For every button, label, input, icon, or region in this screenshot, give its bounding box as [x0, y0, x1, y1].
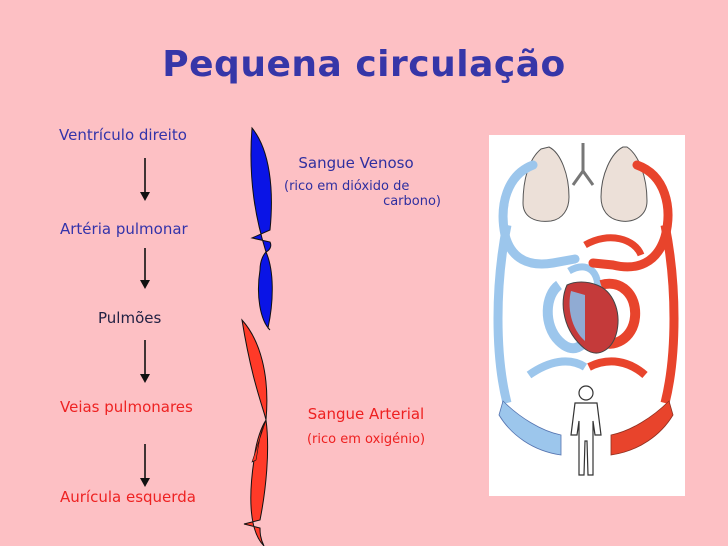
- venous-vessel: [493, 224, 512, 405]
- arterial-detail: (rico em oxigénio): [306, 432, 426, 447]
- right-lung-icon: [600, 146, 648, 222]
- circulation-diagram: [493, 143, 679, 476]
- arterial-vessel: [583, 234, 645, 257]
- slide-title: Pequena circulação: [162, 44, 566, 85]
- venous-brace-lower: [257, 251, 273, 331]
- arterial-note: Sangue Arterial (rico em oxigénio): [288, 405, 444, 447]
- down-arrow-icon: [140, 248, 150, 289]
- body-capillary-right-icon: [610, 400, 674, 456]
- step-pulmonary-veins: Veias pulmonares: [60, 398, 193, 416]
- venous-brace-upper: [250, 126, 272, 253]
- left-lung-icon: [522, 146, 570, 222]
- down-arrow-icon: [140, 340, 150, 383]
- venous-note: Sangue Venoso (rico em dióxido de carbon…: [283, 154, 443, 209]
- arterial-brace-upper: [241, 318, 268, 421]
- venous-title: Sangue Venoso: [298, 154, 414, 172]
- human-figure-icon: [570, 385, 602, 476]
- down-arrow-icon: [140, 158, 150, 201]
- arterial-title: Sangue Arterial: [307, 405, 425, 423]
- step-pulmonary-artery: Artéria pulmonar: [60, 220, 188, 238]
- arterial-vessel: [660, 224, 679, 405]
- down-arrow-icon: [140, 444, 150, 487]
- venous-vessel: [526, 357, 588, 379]
- body-capillary-left-icon: [498, 400, 562, 456]
- circulation-illustration: [489, 135, 685, 496]
- arterial-brace-lower: [243, 418, 269, 546]
- step-lungs: Pulmões: [98, 309, 162, 327]
- blood-type-braces: [241, 126, 273, 546]
- step-right-ventricle: Ventrículo direito: [59, 126, 187, 144]
- venous-detail-line1: (rico em dióxido de: [284, 179, 410, 194]
- venous-detail-line2: carbono): [383, 194, 441, 209]
- step-left-atrium: Aurícula esquerda: [60, 488, 196, 506]
- arterial-vessel: [587, 357, 648, 379]
- arterial-vessel: [596, 278, 641, 349]
